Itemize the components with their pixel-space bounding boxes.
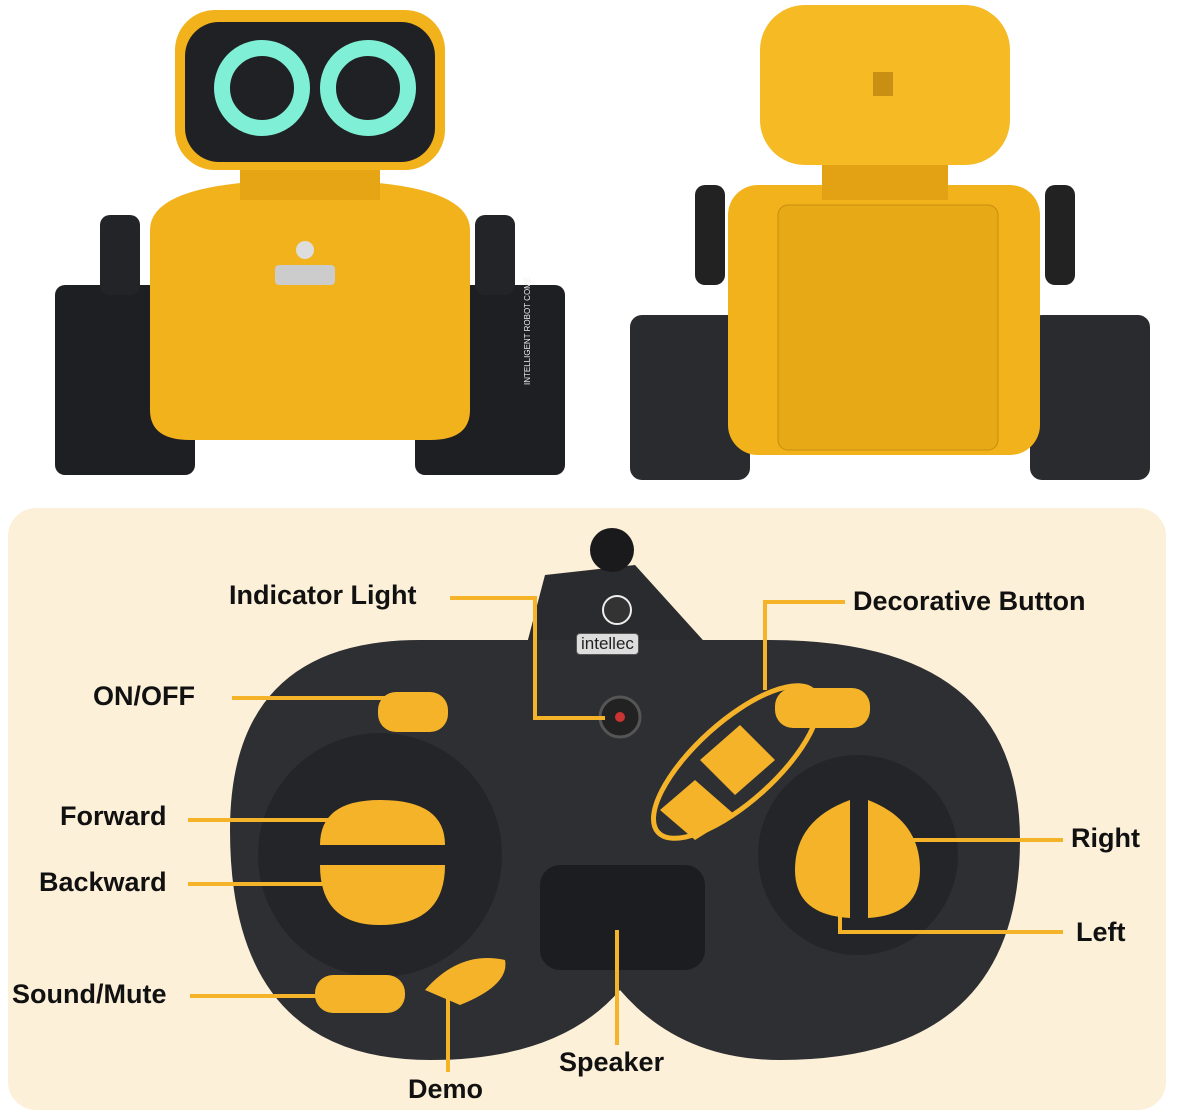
- robot-front-image: INTELLIGENT ROBOT COME: [55, 10, 565, 475]
- robot-side-text: INTELLIGENT ROBOT COME: [523, 277, 532, 385]
- label-forward: Forward: [60, 801, 167, 831]
- label-indicator-light: Indicator Light: [229, 580, 417, 610]
- label-decorative-button: Decorative Button: [853, 586, 1086, 616]
- label-speaker: Speaker: [559, 1047, 665, 1077]
- leader-lines: [188, 596, 1063, 1072]
- label-right: Right: [1071, 823, 1140, 853]
- brand-logo: intellec: [576, 633, 639, 655]
- label-on-off: ON/OFF: [93, 681, 195, 711]
- label-backward: Backward: [39, 867, 167, 897]
- remote-controller-image: [230, 528, 1020, 1060]
- robot-back-image: [630, 5, 1150, 480]
- label-left: Left: [1076, 917, 1126, 947]
- label-sound-mute: Sound/Mute: [12, 979, 167, 1009]
- label-demo: Demo: [408, 1074, 484, 1104]
